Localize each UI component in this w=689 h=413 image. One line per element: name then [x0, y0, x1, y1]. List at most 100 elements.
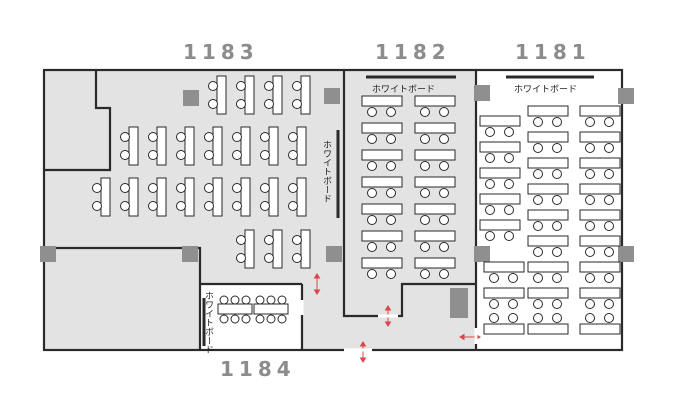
table-set: [148, 126, 167, 166]
table: [527, 105, 569, 117]
table: [414, 230, 456, 242]
table-set: [527, 157, 569, 179]
chair: [420, 107, 430, 117]
chair: [508, 273, 518, 283]
chair: [585, 273, 595, 283]
chair: [485, 179, 495, 189]
table-set: [288, 177, 307, 217]
table: [300, 229, 311, 269]
table-set: [253, 295, 289, 324]
chair: [420, 134, 430, 144]
chair: [367, 134, 377, 144]
pillar: [450, 288, 468, 318]
table-set: [232, 177, 251, 217]
chair: [533, 273, 543, 283]
table-set: [527, 235, 569, 257]
pillar: [182, 246, 198, 262]
wall-1183-left-notch: [44, 70, 112, 172]
table-set: [148, 177, 167, 217]
pillar: [40, 246, 56, 262]
table-set: [414, 230, 456, 252]
table: [483, 287, 525, 299]
table: [184, 126, 195, 166]
chair: [230, 295, 240, 305]
chair: [604, 299, 614, 309]
chair: [552, 313, 562, 323]
room-number-1182: 1182: [375, 40, 451, 64]
table: [300, 75, 311, 115]
chair: [420, 215, 430, 225]
chair: [533, 143, 543, 153]
door-arrow-head: [313, 273, 321, 279]
room-1184-floor: [200, 284, 302, 350]
chair: [148, 183, 158, 193]
chair: [264, 81, 274, 91]
table: [128, 177, 139, 217]
chair: [241, 295, 251, 305]
table-set: [414, 149, 456, 171]
chair: [204, 132, 214, 142]
pillar: [324, 88, 340, 104]
chair: [585, 143, 595, 153]
chair: [489, 273, 499, 283]
table: [156, 177, 167, 217]
table: [296, 177, 307, 217]
table-set: [361, 122, 403, 144]
chair: [585, 169, 595, 179]
chair: [552, 299, 562, 309]
chair: [148, 150, 158, 160]
table: [240, 177, 251, 217]
table: [483, 261, 525, 273]
chair: [386, 215, 396, 225]
chair: [367, 269, 377, 279]
table: [527, 183, 569, 195]
chair: [504, 205, 514, 215]
table-set: [232, 126, 251, 166]
table-set: [414, 203, 456, 225]
chair: [260, 132, 270, 142]
table-set: [204, 126, 223, 166]
chair: [236, 99, 246, 109]
table-set: [527, 183, 569, 205]
table: [296, 126, 307, 166]
chair: [439, 215, 449, 225]
table: [156, 126, 167, 166]
chair: [367, 161, 377, 171]
chair: [120, 201, 130, 211]
table: [240, 126, 251, 166]
chair: [292, 235, 302, 245]
table-set: [579, 183, 621, 205]
table-set: [414, 95, 456, 117]
table: [361, 230, 403, 242]
chair: [585, 195, 595, 205]
chair: [439, 161, 449, 171]
table-set: [414, 257, 456, 279]
chair: [367, 215, 377, 225]
chair: [533, 247, 543, 257]
table: [253, 303, 289, 315]
chair: [504, 179, 514, 189]
table-set: [361, 95, 403, 117]
table: [579, 235, 621, 247]
chair: [485, 231, 495, 241]
outer-wall: [42, 68, 624, 352]
table-set: [479, 193, 521, 215]
door-arrow-head: [384, 321, 392, 327]
chair: [367, 107, 377, 117]
table: [216, 75, 227, 115]
chair: [485, 127, 495, 137]
table: [361, 176, 403, 188]
chair: [232, 201, 242, 211]
chair: [552, 247, 562, 257]
chair: [219, 314, 229, 324]
door-arrow-head: [459, 333, 465, 341]
table-set: [120, 177, 139, 217]
chair: [204, 150, 214, 160]
chair: [420, 188, 430, 198]
chair: [292, 99, 302, 109]
table-set: [527, 105, 569, 127]
chair: [232, 183, 242, 193]
wall-1182-left: [342, 70, 380, 318]
chair: [604, 117, 614, 127]
